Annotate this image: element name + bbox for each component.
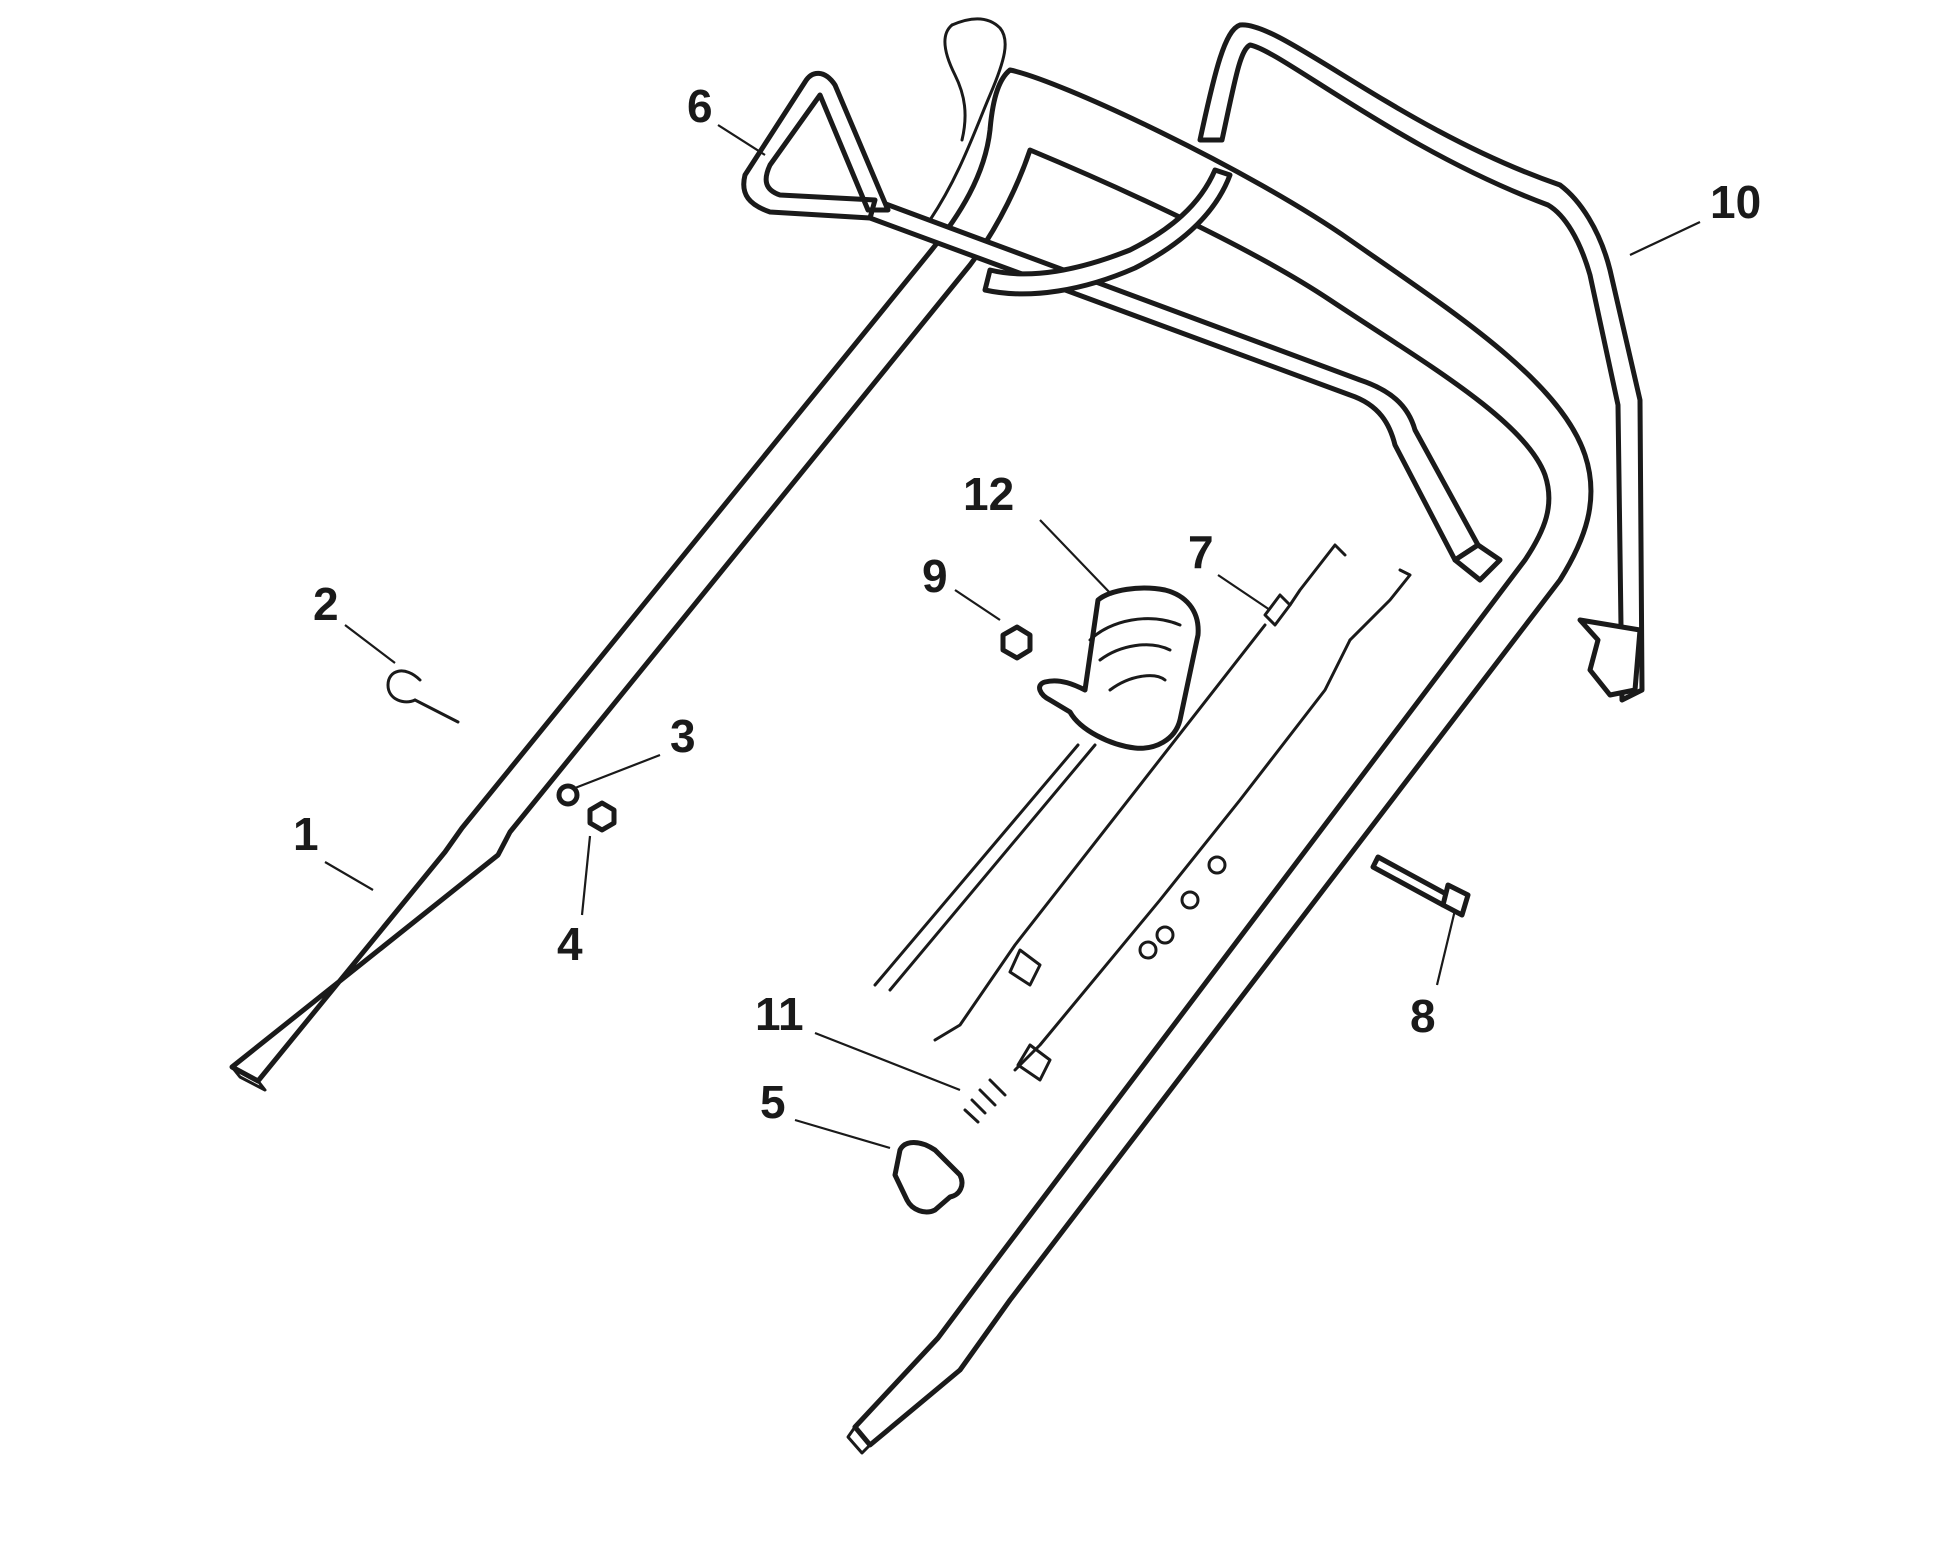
- drive-cable-adjuster: [1008, 948, 1052, 1082]
- leader-10: [1629, 221, 1701, 256]
- leader-5: [794, 1118, 891, 1150]
- callout-9: 9: [922, 550, 948, 602]
- callout-3: 3: [670, 710, 696, 762]
- control-cable-end: [1288, 543, 1347, 607]
- callout-7: 7: [1188, 526, 1214, 578]
- drive-bail: [982, 22, 1645, 703]
- handle-top-bend: [928, 17, 1007, 222]
- callout-4: 4: [557, 918, 583, 970]
- tube-end-right: [846, 1425, 872, 1455]
- callout-11: 11: [755, 988, 804, 1040]
- control-lever: [1037, 585, 1201, 751]
- cables: [873, 543, 1412, 1124]
- control-bail: [741, 70, 1503, 583]
- handle-bolt: [1370, 854, 1471, 918]
- leader-3: [574, 753, 661, 790]
- callout-6: 6: [687, 80, 713, 132]
- control-lever-ridge: [1088, 617, 1182, 692]
- handle-assembly: [229, 17, 1594, 1455]
- leader-12: [1039, 519, 1113, 596]
- leader-9: [954, 589, 1001, 621]
- callout-1: 1: [293, 808, 319, 860]
- nut: [587, 800, 617, 833]
- callout-5: 5: [760, 1076, 786, 1128]
- drive-bail-rod: [1197, 22, 1645, 703]
- handle-top-bend-outer: [943, 23, 967, 142]
- lever-nut: [1000, 624, 1033, 661]
- tube-end-left: [230, 1065, 267, 1092]
- leader-4: [580, 835, 592, 916]
- control-bail-foot: [1452, 542, 1503, 583]
- star-washers: [1138, 855, 1227, 960]
- handle-main-tube: [229, 67, 1594, 1448]
- leader-11: [814, 1031, 961, 1092]
- control-bail-rod: [867, 197, 1481, 563]
- leader-2: [344, 624, 396, 664]
- drive-cable: [933, 623, 1267, 1042]
- leader-1: [324, 861, 374, 891]
- callout-12: 12: [963, 468, 1014, 520]
- cable-clip: [892, 1140, 965, 1215]
- leader-8: [1435, 909, 1457, 986]
- drive-bail-inner-hook: [982, 167, 1233, 297]
- leader-6: [717, 124, 766, 156]
- control-lever-body: [1037, 585, 1201, 751]
- control-cable-ferrule: [1263, 593, 1292, 627]
- washer: [556, 783, 580, 807]
- callout-8: 8: [1410, 990, 1436, 1042]
- control-cable: [873, 743, 1097, 992]
- callout-labels: 1 2 3 4 5 6 7 8 9 10 11 12: [293, 80, 1761, 1128]
- leader-7: [1217, 574, 1271, 611]
- drive-bail-hook: [1577, 617, 1643, 698]
- cable-hook-bolt: [386, 669, 460, 724]
- drive-cable-top: [1348, 568, 1412, 642]
- callout-10: 10: [1710, 176, 1761, 228]
- callout-2: 2: [313, 578, 339, 630]
- drive-cable-spring: [963, 1078, 1007, 1124]
- leader-lines: [324, 124, 1701, 1150]
- control-bail-hook: [741, 70, 891, 221]
